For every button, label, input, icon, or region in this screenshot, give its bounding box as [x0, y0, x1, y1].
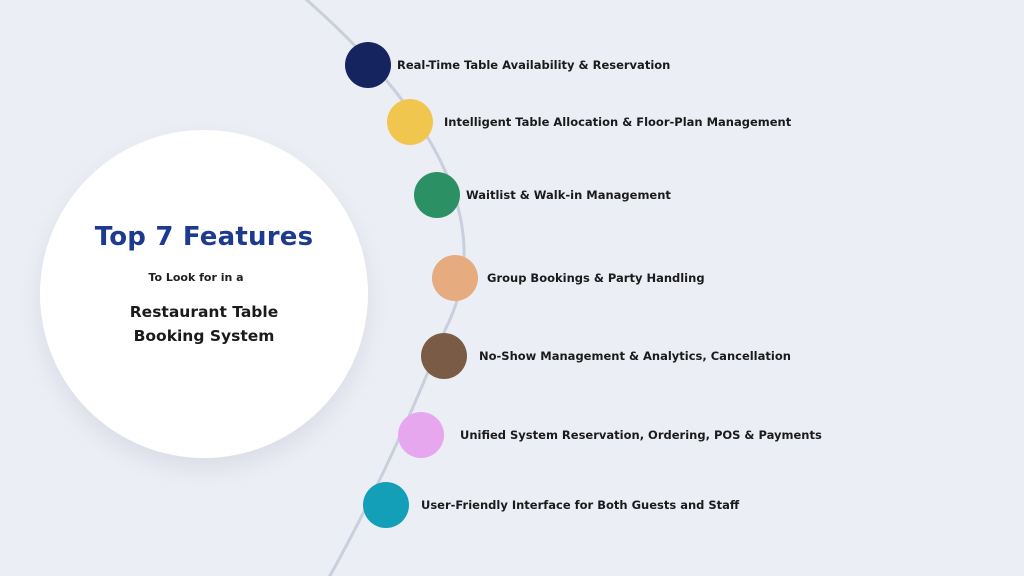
hero-title: Top 7 Features: [94, 222, 314, 252]
feature-dot-2: [387, 99, 433, 145]
feature-dot-1: [345, 42, 391, 88]
feature-label-5: No-Show Management & Analytics, Cancella…: [479, 349, 791, 363]
feature-dot-3: [414, 172, 460, 218]
feature-label-6: Unified System Reservation, Ordering, PO…: [460, 428, 822, 442]
feature-label-3: Waitlist & Walk-in Management: [466, 188, 671, 202]
feature-label-1: Real-Time Table Availability & Reservati…: [397, 58, 671, 72]
feature-dot-5: [421, 333, 467, 379]
hero-subtitle: To Look for in a: [148, 271, 244, 284]
feature-label-2: Intelligent Table Allocation & Floor-Pla…: [444, 115, 792, 129]
hero-circle: Top 7 Features To Look for in a Restaura…: [40, 130, 368, 458]
feature-dot-6: [398, 412, 444, 458]
hero-name-line-1: Restaurant Table: [129, 303, 279, 321]
feature-label-7: User-Friendly Interface for Both Guests …: [421, 498, 740, 512]
feature-dot-7: [363, 482, 409, 528]
feature-label-4: Group Bookings & Party Handling: [487, 271, 705, 285]
feature-dot-4: [432, 255, 478, 301]
hero-name-line-2: Booking System: [133, 327, 275, 345]
hero-system-name: Restaurant Table Booking System: [40, 300, 368, 348]
